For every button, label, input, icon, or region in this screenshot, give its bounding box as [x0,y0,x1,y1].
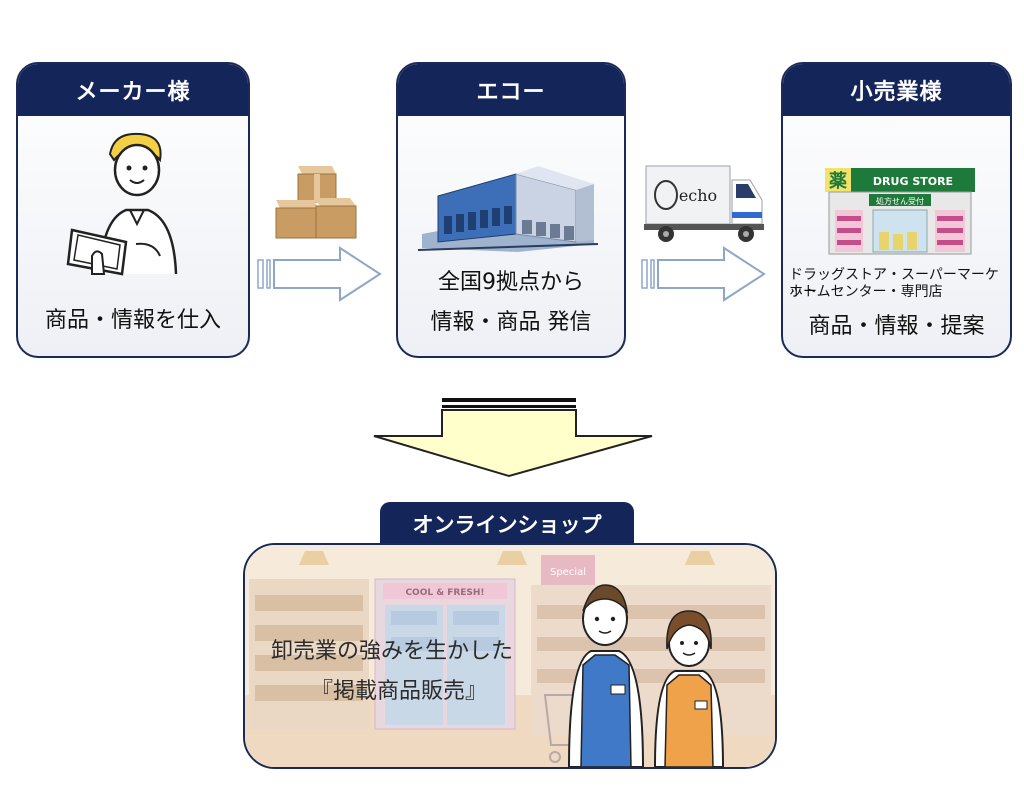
drugstore-counter: 処方せん受付 [876,196,924,206]
drugstore-icon: 薬 DRUG STORE 処方せん受付 [825,168,975,255]
retail-detail-line1: ドラッグストア・スーパーマーケット [789,267,999,300]
echo-caption-line2: 情報・商品 発信 [430,310,592,335]
warehouse-icon [417,166,599,252]
maker-box: メーカー様 商品・情報を仕入 [16,62,250,358]
delivery-truck-icon: echo [644,165,764,242]
person-with-tablet-icon [66,132,178,276]
echo-box: エコー 全国9拠点から 情報・商品 発信 [396,62,626,358]
online-shop-panel: COOL & FRESH! Special 卸売業の強みを生かした 『掲載商品販… [243,543,777,769]
drugstore-sign: DRUG STORE [873,175,953,188]
flow-arrow-maker-to-echo [257,246,382,302]
maker-title: メーカー様 [18,64,248,116]
echo-title: エコー [398,64,624,116]
retail-caption: 商品・情報・提案 [808,314,985,339]
retail-title: 小売業様 [783,64,1010,116]
cardboard-boxes-icon [275,166,357,239]
down-arrow-icon [373,398,653,478]
flow-arrow-echo-to-retail [641,246,766,302]
store-interior-illustration: COOL & FRESH! Special [245,545,775,767]
online-shop-tab: オンラインショップ [380,502,634,546]
shop-text-line2: 『掲載商品販売』 [311,679,488,704]
cooler-sign: COOL & FRESH! [405,588,484,598]
retail-box: 小売業様 薬 DRUG STORE 処方せん受付 ドラッグストア・スーパーマーケ… [781,62,1012,358]
truck-logo-text: echo [679,186,717,205]
drugstore-kanji: 薬 [829,171,847,192]
echo-caption-line1: 全国9拠点から [438,270,584,295]
shop-text-line1: 卸売業の強みを生かした [271,639,514,664]
retail-detail-line2: ホームセンター・専門店 [789,284,943,300]
maker-caption: 商品・情報を仕入 [44,308,221,333]
special-sign: Special [550,567,586,578]
